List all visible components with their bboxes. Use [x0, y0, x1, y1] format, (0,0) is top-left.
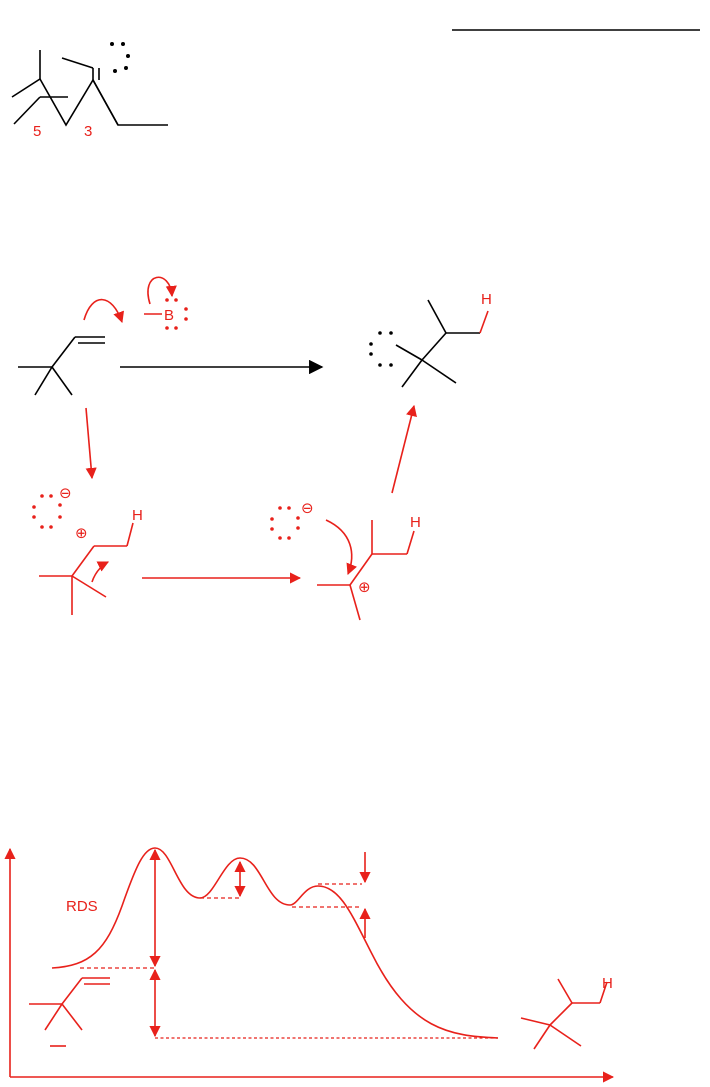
top-lone-pair-dots	[110, 42, 130, 73]
intermediate-1-hydrogen: H	[132, 507, 143, 524]
intermediate-2-plus-charge: ⊕	[358, 579, 371, 596]
product-lone-pair-dots	[369, 331, 393, 367]
intermediate-2-anion-dots	[270, 506, 300, 540]
hydride-shift-arrow	[92, 562, 108, 582]
boron-atom: B	[164, 307, 174, 324]
intermediate-2-hydrogen: H	[410, 514, 421, 531]
energy-product-hydrogen: H	[602, 975, 613, 992]
anion-attack-arrow	[326, 520, 352, 574]
rds-label: RDS	[66, 898, 98, 915]
product-label-structure	[521, 979, 607, 1049]
energy-profile-curve	[52, 848, 498, 1038]
intermediate-1-anion-dots	[32, 494, 62, 529]
energy-guides	[80, 884, 498, 1038]
step3-arrow	[392, 406, 414, 493]
intermediate-1-plus-charge: ⊕	[75, 525, 88, 542]
locant-3: 3	[84, 123, 92, 140]
starting-alkene	[18, 337, 105, 395]
pi-bond-arrow	[84, 300, 122, 322]
borane-reagent: B	[144, 298, 188, 330]
intermediate-2-minus-charge: ⊖	[301, 500, 314, 517]
step1-arrow	[86, 408, 92, 478]
locant-5: 5	[33, 123, 41, 140]
product-structure	[396, 300, 488, 387]
reactant-label-structure	[29, 978, 110, 1046]
top-alkene-structure	[12, 50, 168, 125]
carbocation-intermediate-2	[317, 520, 414, 620]
product-hydrogen: H	[481, 291, 492, 308]
intermediate-1-minus-charge: ⊖	[59, 485, 72, 502]
